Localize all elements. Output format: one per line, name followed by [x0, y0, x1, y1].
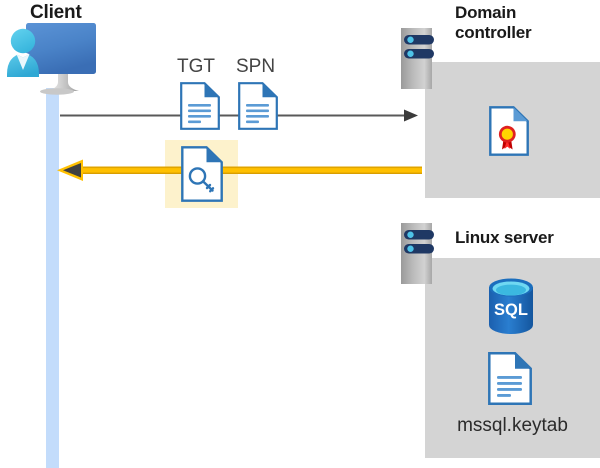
linux-server-icon: [400, 222, 440, 285]
sql-database-icon: SQL: [485, 277, 537, 335]
client-lifeline-bar: [46, 88, 59, 468]
client-workstation-icon: [4, 22, 114, 100]
request-flow-arrow: [60, 108, 420, 124]
spn-document-icon: [238, 82, 278, 130]
ticket-response-arrow: [57, 159, 422, 181]
service-ticket-key-icon: [181, 146, 223, 202]
tgt-label: TGT: [177, 56, 215, 77]
tgt-document-icon: [180, 82, 220, 130]
spn-label: SPN: [236, 56, 276, 77]
client-title: Client: [30, 2, 82, 23]
linux-server-title: Linux server: [455, 228, 554, 247]
certificate-icon: [489, 106, 529, 156]
domain-controller-server-icon: [400, 27, 440, 90]
keytab-document-icon: [488, 352, 532, 405]
domain-controller-title: Domain controller: [455, 3, 532, 43]
keytab-file-label: mssql.keytab: [457, 415, 568, 436]
sql-icon-text: SQL: [494, 301, 528, 319]
